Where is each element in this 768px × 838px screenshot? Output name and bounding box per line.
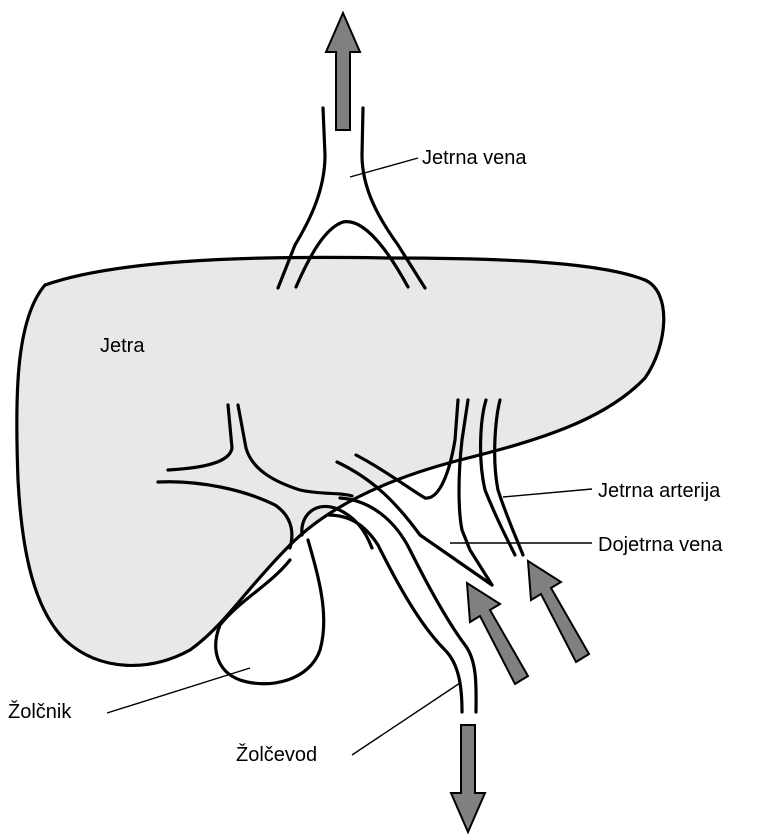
label-liver: Jetra: [100, 335, 145, 357]
leader-hepatic-artery: [503, 489, 592, 497]
label-gallbladder: Žolčnik: [8, 700, 72, 723]
common-bile-duct: [328, 498, 476, 712]
hepatic-vein-arrow: [326, 13, 360, 130]
leader-bile-duct: [352, 683, 460, 755]
label-portal-vein: Dojetrna vena: [598, 534, 723, 556]
liver-shape: [17, 257, 664, 665]
portal-vein-arrow: [467, 583, 528, 684]
label-bile-duct: Žolčevod: [236, 743, 317, 766]
label-hepatic-artery: Jetrna arterija: [598, 480, 721, 502]
label-hepatic-vein: Jetrna vena: [422, 147, 527, 169]
leader-hepatic-vein: [350, 158, 418, 177]
hepatic-artery-arrow: [528, 561, 589, 662]
bile-duct-arrow: [451, 725, 485, 832]
leader-gallbladder: [107, 668, 250, 713]
